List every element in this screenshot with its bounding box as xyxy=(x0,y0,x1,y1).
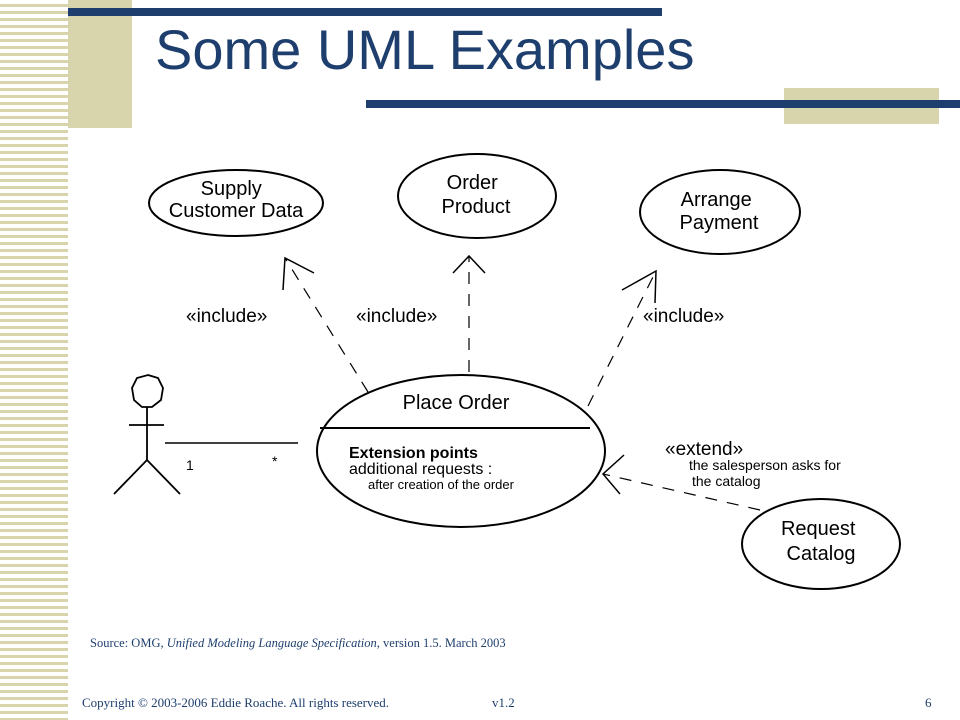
slide-title: Some UML Examples xyxy=(155,18,695,81)
decorative-block-left xyxy=(68,0,132,128)
use-case-arrange-payment xyxy=(639,169,801,255)
request-catalog-label: Request Catalog xyxy=(781,518,861,565)
include-arrowhead-center xyxy=(452,254,486,274)
include-arrowhead-right xyxy=(621,269,657,304)
source-work-title: Unified Modeling Language Specification xyxy=(166,636,377,650)
extend-label: «extend» xyxy=(665,439,743,460)
extension-points-heading: Extension points xyxy=(349,445,478,462)
include-arrowhead-left xyxy=(282,256,315,291)
source-citation: Source: OMG, Unified Modeling Language S… xyxy=(90,636,506,651)
use-case-request-catalog xyxy=(741,498,901,590)
decorative-stripes xyxy=(0,0,68,720)
source-suffix: , version 1.5. March 2003 xyxy=(376,636,506,650)
place-order-name: Place Order xyxy=(403,392,510,414)
actor-icon xyxy=(113,374,181,495)
footer-version: v1.2 xyxy=(492,695,515,710)
include-dependency-right xyxy=(587,270,657,407)
include-label-center: «include» xyxy=(356,306,437,327)
use-case-supply-customer-data xyxy=(148,169,324,237)
title-bottom-rule xyxy=(366,100,960,108)
arrange-payment-label: Arrange Payment xyxy=(680,189,759,234)
supply-customer-data-label: Supply Customer Data xyxy=(169,178,304,222)
include-label-left: «include» xyxy=(186,306,267,327)
multiplicity-use-case: * xyxy=(272,453,278,469)
include-dependency-left xyxy=(284,257,369,393)
include-label-right: «include» xyxy=(643,306,724,327)
title-top-rule xyxy=(68,8,662,16)
multiplicity-actor: 1 xyxy=(186,457,194,473)
footer-copyright: Copyright © 2003-2006 Eddie Roache. All … xyxy=(82,695,390,710)
source-prefix: Source: OMG, xyxy=(90,636,167,650)
extend-arrowhead xyxy=(601,454,625,495)
order-product-label: Order Product xyxy=(442,172,511,218)
extend-dependency xyxy=(602,473,761,511)
footer-page-number: 6 xyxy=(925,695,932,710)
extension-point-name: additional requests : xyxy=(349,461,492,478)
use-case-order-product xyxy=(397,153,557,239)
use-case-place-order xyxy=(316,374,606,528)
extension-point-detail: after creation of the order xyxy=(368,477,515,492)
extend-condition: the salesperson asks for the catalog xyxy=(689,457,845,489)
